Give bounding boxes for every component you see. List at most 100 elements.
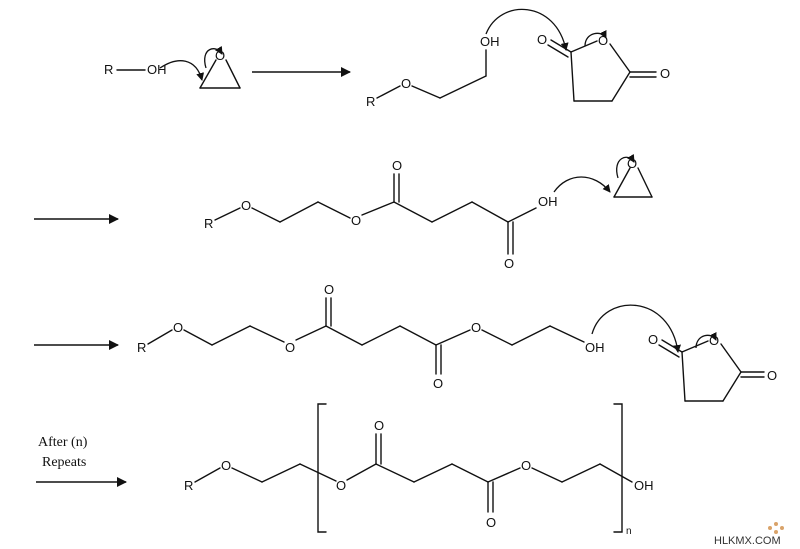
bond <box>599 463 633 483</box>
carbonyl-oxygen-label: O <box>660 66 670 81</box>
ether-oxygen-label: O <box>173 320 183 335</box>
carbonyl-oxygen-label: O <box>433 376 443 391</box>
succinic-anhydride: O O O <box>648 332 777 402</box>
ester-oxygen-label: O <box>471 320 481 335</box>
curly-arrow-ring-opening <box>695 331 717 349</box>
repeat-bracket-left <box>317 403 327 533</box>
bond <box>487 467 521 483</box>
watermark-dot <box>780 526 784 530</box>
polyester-product: R O O O O O OH <box>184 418 654 530</box>
bond <box>375 463 415 483</box>
step1-alcohol: R OH <box>104 62 167 77</box>
bond <box>413 463 453 483</box>
ester-oxygen-label: O <box>285 340 295 355</box>
bond <box>295 325 327 341</box>
curly-arrow-ring-opening <box>204 45 223 69</box>
bond <box>722 371 742 402</box>
hydroxyl-label: OH <box>147 62 167 77</box>
bond <box>399 325 437 346</box>
ether-oxygen-label: O <box>401 76 411 91</box>
bond <box>431 201 473 223</box>
step1-epoxide: O <box>199 48 241 89</box>
bond <box>231 467 263 483</box>
bond <box>346 463 377 481</box>
curly-arrow-ring-opening <box>584 29 607 47</box>
repeat-label-line2: Repeats <box>42 455 86 470</box>
carbonyl-oxygen-label: O <box>767 368 777 383</box>
bond <box>451 463 489 483</box>
carbonyl-bond <box>661 339 683 353</box>
bond <box>376 85 401 99</box>
carbonyl-bond <box>550 39 572 53</box>
carbonyl-bond <box>547 44 569 58</box>
repeat-bracket-right <box>613 403 623 533</box>
bond <box>471 201 509 223</box>
bond <box>211 325 251 346</box>
curly-arrow-oh-to-anhydride <box>485 8 569 51</box>
bond <box>481 329 513 346</box>
repeat-label-line1: After (n) <box>38 435 88 450</box>
epoxide-oxygen-label: O <box>627 156 637 171</box>
ester-oxygen-label: O <box>521 458 531 473</box>
epoxide-2: O <box>613 156 653 198</box>
carbonyl-oxygen-label: O <box>504 256 514 271</box>
ester-oxygen-label: O <box>351 213 361 228</box>
succinic-anhydride: O O O <box>537 32 670 102</box>
bond <box>511 325 551 346</box>
hydroxyl-label: OH <box>538 194 558 209</box>
curly-arrow-ring-opening <box>616 153 635 179</box>
bond <box>681 351 686 402</box>
carbonyl-bond <box>658 344 680 358</box>
bond <box>251 207 281 223</box>
curly-arrow-oh-to-anhydride <box>591 304 681 353</box>
bond <box>194 467 221 483</box>
bond <box>393 201 433 223</box>
epoxide-co-bond <box>637 167 653 198</box>
watermark-dot <box>774 530 778 534</box>
bond <box>361 325 401 346</box>
bond <box>720 343 742 373</box>
watermark: HLKMX.COM <box>714 522 784 547</box>
hydroxy-ester: R O O O O O OH <box>137 282 605 391</box>
bond <box>183 329 213 346</box>
repeat-count-label: n <box>626 526 632 537</box>
bond <box>325 325 363 346</box>
carbonyl-oxygen-label: O <box>486 515 496 530</box>
r-group-label: R <box>104 62 113 77</box>
bond <box>147 329 173 345</box>
hydroxyl-label: OH <box>480 34 500 49</box>
hydroxyl-label: OH <box>585 340 605 355</box>
curly-arrow-oh-to-epoxide <box>159 60 205 81</box>
watermark-text: HLKMX.COM <box>714 535 781 547</box>
bond <box>317 201 351 219</box>
bond <box>611 71 631 102</box>
bond <box>439 75 487 99</box>
carbonyl-oxygen-label: O <box>374 418 384 433</box>
bond <box>549 325 585 343</box>
bond <box>261 463 301 483</box>
bond <box>411 85 441 99</box>
half-ester-acid: R O O O OH O <box>204 158 558 271</box>
watermark-dot <box>774 522 778 526</box>
bond <box>561 463 601 483</box>
r-group-label: R <box>184 478 193 493</box>
epoxide-co-bond <box>225 59 241 89</box>
carbonyl-oxygen-label: O <box>324 282 334 297</box>
r-group-label: R <box>137 340 146 355</box>
ether-oxygen-label: O <box>241 198 251 213</box>
bond <box>681 340 709 353</box>
bond <box>435 329 471 346</box>
bond <box>531 467 563 483</box>
epoxide-co-bond <box>613 167 631 198</box>
carbonyl-oxygen-label: O <box>392 158 402 173</box>
bond <box>609 43 631 73</box>
watermark-dot <box>768 526 772 530</box>
carbonyl-oxygen-label: O <box>537 32 547 47</box>
epoxide-oxygen-label: O <box>215 48 225 63</box>
bond <box>249 325 285 343</box>
bond <box>570 40 598 53</box>
r-group-label: R <box>366 94 375 109</box>
epoxide-co-bond <box>199 59 217 89</box>
carbonyl-oxygen-label: O <box>648 332 658 347</box>
